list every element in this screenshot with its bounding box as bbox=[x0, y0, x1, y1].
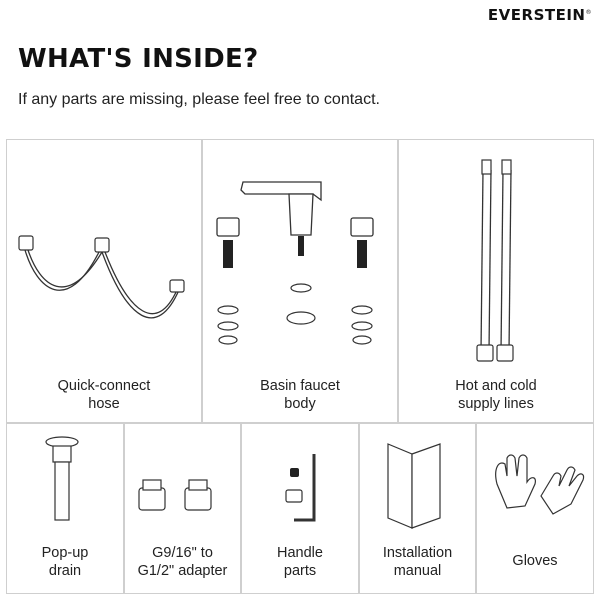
brand-logo: EVERSTEIN® bbox=[487, 6, 592, 24]
page-subtitle: If any parts are missing, please feel fr… bbox=[18, 91, 380, 108]
item-gloves: Gloves bbox=[476, 423, 594, 594]
manual-booklet-icon bbox=[387, 443, 441, 529]
supply-lines-icon bbox=[476, 159, 514, 362]
allen-key-icon bbox=[285, 454, 316, 522]
gloves-icon bbox=[495, 454, 585, 515]
item-label: Gloves bbox=[512, 553, 558, 569]
page-title: WHAT'S INSIDE? bbox=[18, 44, 259, 74]
pop-up-drain-icon bbox=[45, 436, 79, 521]
adapter-fittings-icon bbox=[138, 479, 212, 511]
braided-hose-icon bbox=[18, 235, 185, 319]
faucet-body-icon bbox=[216, 181, 374, 345]
